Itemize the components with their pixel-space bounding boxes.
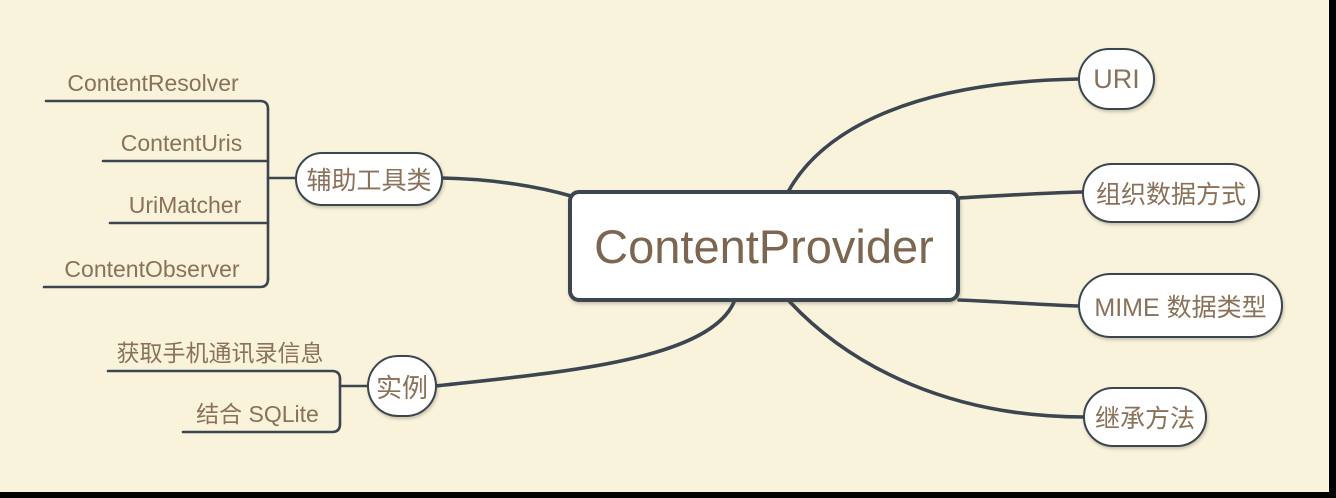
topic-inherit-methods-label: 继承方法 [1094,405,1195,433]
connector-example-root [434,300,736,388]
topic-mime-type-label: MIME 数据类型 [1094,293,1267,322]
connector-root-uri [786,77,1081,194]
topic-example[interactable]: 实例 [367,355,437,417]
connector-root-inherit [788,300,1086,419]
topic-helper-tools[interactable]: 辅助工具类 [295,152,443,206]
topic-contentobserver[interactable]: ContentObserver [64,256,240,282]
topic-organize-data[interactable]: 组织数据方式 [1082,163,1260,223]
connector-root-mime [957,298,1081,308]
topic-inherit-methods[interactable]: 继承方法 [1083,387,1207,447]
topic-contentresolver[interactable]: ContentResolver [67,70,239,96]
connector-example-sqlite [181,422,342,434]
topic-uri[interactable]: URI [1078,48,1155,110]
connector-example-contacts [106,369,342,381]
connector-helper-contentobserver [42,277,270,289]
topic-root[interactable]: ContentProvider [568,190,960,302]
topic-contenturis[interactable]: ContentUris [120,130,243,156]
topic-uri-label: URI [1093,63,1140,94]
topic-with-sqlite[interactable]: 结合 SQLite [196,401,319,427]
topic-example-label: 实例 [375,372,428,403]
topic-get-contacts[interactable]: 获取手机通讯录信息 [116,340,324,366]
topic-urimatcher[interactable]: UriMatcher [128,192,242,218]
topic-root-label: ContentProvider [594,219,934,273]
topic-helper-tools-label: 辅助工具类 [306,167,432,195]
topic-organize-data-label: 组织数据方式 [1095,181,1246,209]
connector-helper-root [440,176,573,198]
topic-mime-type[interactable]: MIME 数据类型 [1078,273,1283,338]
connector-root-organize [957,190,1085,200]
connector-helper-contentresolver [44,99,270,111]
